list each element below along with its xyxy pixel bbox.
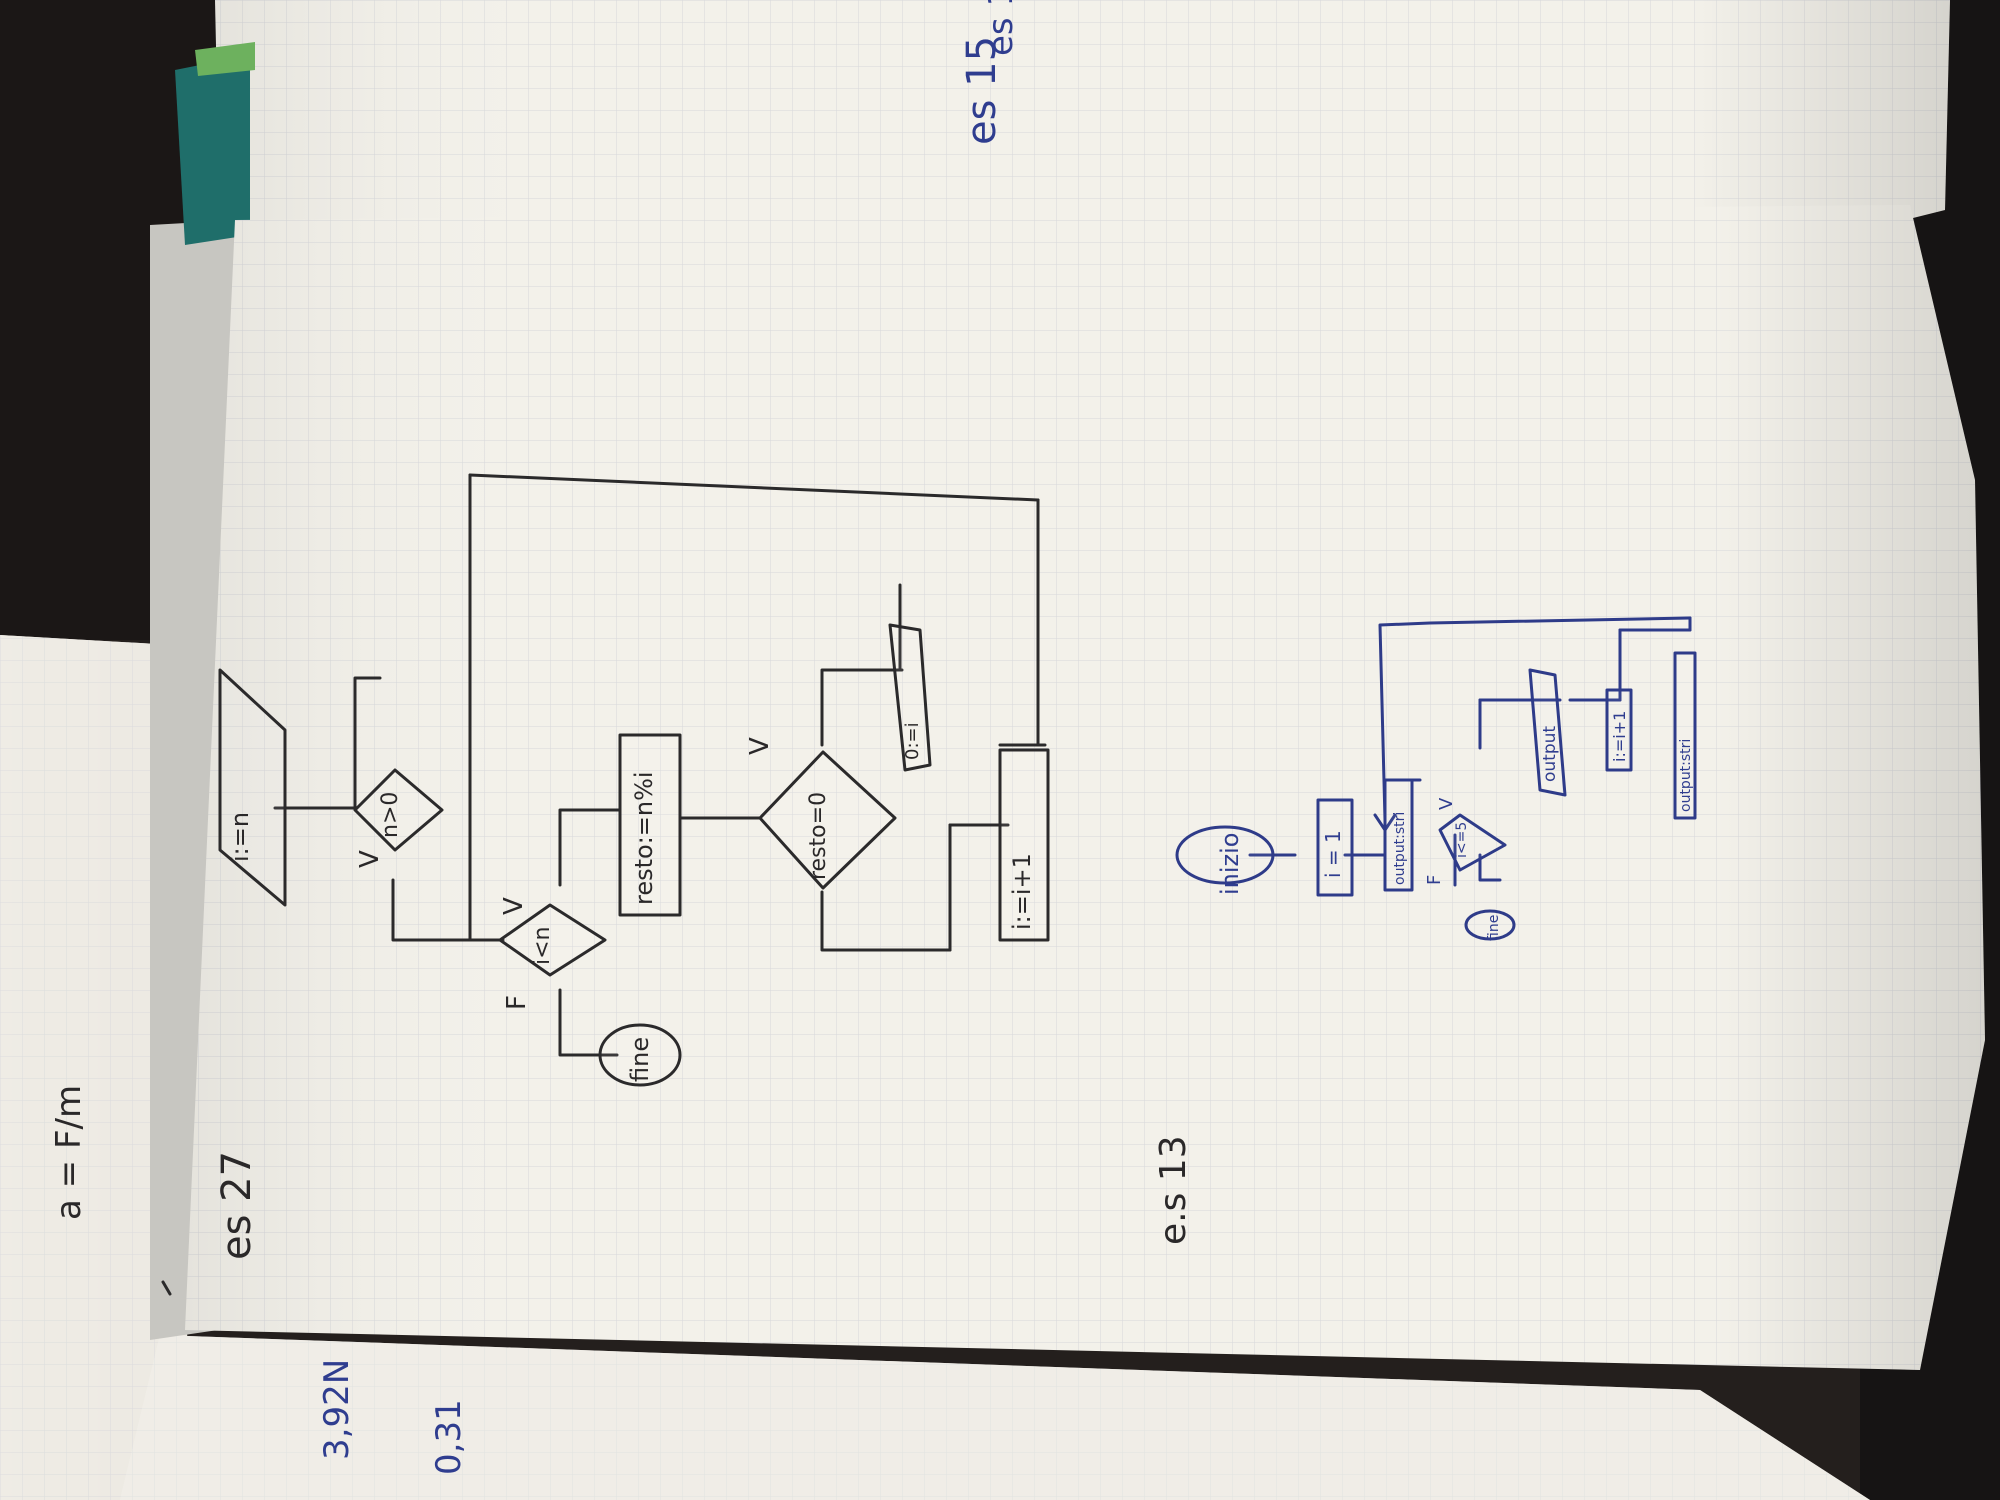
dark-false-label-2: F	[502, 995, 532, 1010]
dark-process-2	[998, 748, 1050, 942]
top-right-label-2: es 1	[981, 0, 1021, 56]
left-exercise: es 27	[214, 1151, 260, 1260]
dark-true-label-2: V	[499, 897, 529, 915]
dark-end-label: fine	[626, 1037, 654, 1082]
blue-process-3	[1605, 688, 1633, 772]
left-loose-sheet-grid	[0, 635, 190, 1500]
dark-decision-3-label: resto=0	[806, 792, 831, 880]
dark-process-1	[618, 733, 682, 917]
blue-output-label: output	[1540, 726, 1560, 782]
dark-input-label: i:=n	[226, 812, 254, 862]
dark-true-label-1: V	[355, 850, 385, 868]
notebook-tab-teal	[175, 55, 250, 245]
dark-input-shape	[218, 668, 287, 907]
left-formula: a = F/m	[49, 1085, 89, 1220]
top-right-label: es 15	[959, 36, 1005, 145]
dark-decision-1-label: n>0	[378, 792, 403, 838]
blue-start-label: inizio	[1216, 833, 1244, 896]
blue-process-4-label: output:stri	[1678, 739, 1694, 812]
dark-output-shape	[888, 623, 932, 772]
blue-decision-label: i<=5	[1454, 822, 1470, 858]
blue-end-terminal	[1464, 909, 1516, 941]
blue-false-label: F	[1424, 875, 1445, 885]
blue-true-label: V	[1436, 797, 1457, 810]
dark-decision-1	[353, 768, 444, 852]
dark-output-label: 0:=i	[902, 722, 923, 760]
blue-process-2-label: output:stri	[1392, 812, 1408, 885]
dark-true-label-3: V	[745, 737, 775, 755]
dark-decision-2	[498, 903, 607, 977]
dark-end-terminal	[598, 1023, 682, 1087]
main-page-shade	[185, 205, 1985, 1370]
dark-decision-2-label: i<n	[530, 927, 555, 966]
bottom-left-number: 3,92N	[317, 1359, 357, 1460]
dark-flowchart-connectors	[273, 473, 1047, 1057]
blue-process-1	[1316, 798, 1354, 897]
blue-process-2	[1383, 778, 1414, 892]
blue-process-4	[1673, 651, 1697, 820]
notebook-tab-green	[195, 42, 255, 76]
stray-mark	[161, 1280, 172, 1296]
dark-decision-3	[758, 750, 897, 890]
blue-end-label: fine	[1486, 915, 1502, 941]
blue-process-3-label: i:=i+1	[1610, 711, 1629, 762]
dark-process-2-label: i:=i+1	[1008, 853, 1036, 930]
top-right-page-shade	[215, 0, 1950, 230]
blue-start-terminal	[1175, 825, 1275, 885]
blue-process-1-label: i = 1	[1321, 830, 1345, 878]
bottom-left-number-2: 0,31	[429, 1399, 469, 1475]
left-exercise-2: e.s 13	[1153, 1135, 1194, 1245]
blue-decision	[1438, 813, 1507, 872]
bottom-loose-sheet-grid	[120, 1335, 1870, 1500]
dark-process-1-label: resto:=n%i	[630, 771, 658, 905]
blue-output-shape	[1528, 668, 1567, 797]
